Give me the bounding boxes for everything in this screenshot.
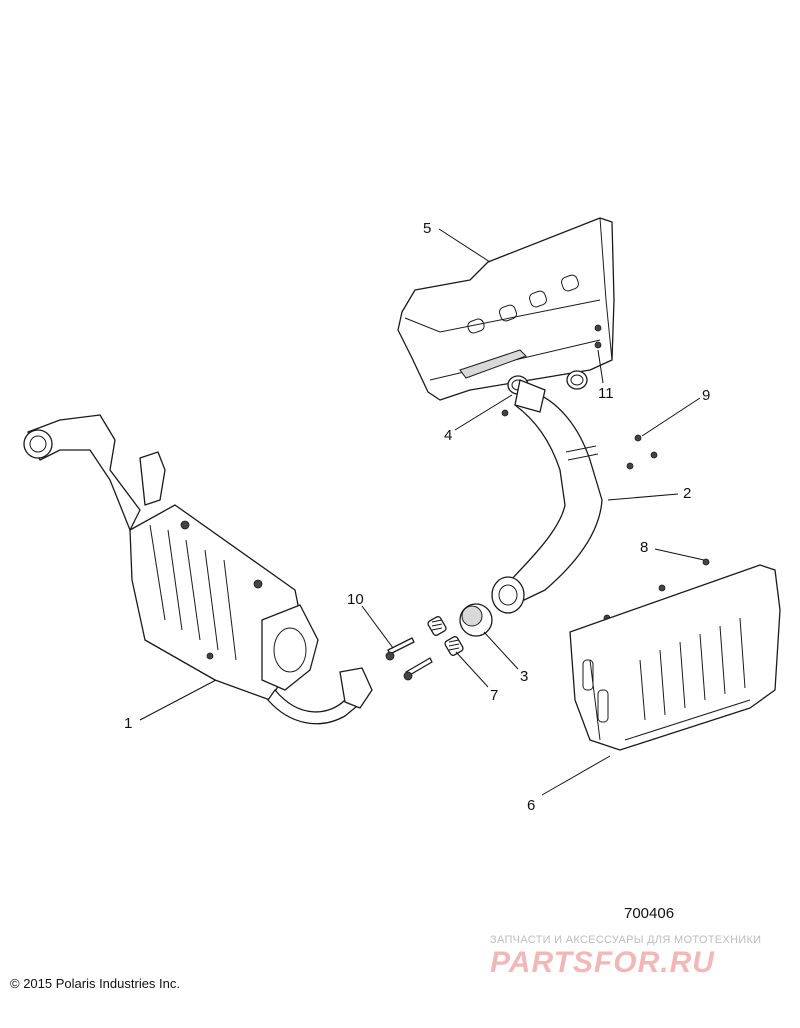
clamp-ring xyxy=(566,370,588,390)
upper-heat-shield xyxy=(397,217,615,401)
exhaust-pipe xyxy=(491,379,603,614)
screws-set-8 xyxy=(603,558,710,622)
lower-heat-shield xyxy=(569,564,781,751)
callout-8: 8 xyxy=(640,539,648,556)
bolts-set-9 xyxy=(626,434,658,470)
watermark-tagline: ЗАПЧАСТИ И АКСЕССУАРЫ ДЛЯ МОТОТЕХНИКИ xyxy=(490,934,762,946)
copyright-notice: © 2015 Polaris Industries Inc. xyxy=(10,976,180,991)
muffler-assembly xyxy=(23,414,373,725)
watermark-logo: PARTSFOR.RU xyxy=(490,946,715,979)
callout-9: 9 xyxy=(702,387,710,404)
callout-10: 10 xyxy=(347,591,364,608)
callout-3: 3 xyxy=(520,668,528,685)
callout-11: 11 xyxy=(598,385,614,402)
callout-6: 6 xyxy=(527,797,535,814)
bolts-set-10 xyxy=(385,637,433,681)
callout-4: 4 xyxy=(444,427,452,444)
callout-2: 2 xyxy=(683,485,691,502)
figure-code: 700406 xyxy=(624,905,675,922)
callout-1: 1 xyxy=(124,715,132,732)
springs xyxy=(427,616,464,656)
shield-screws xyxy=(594,324,602,349)
exhaust-seal xyxy=(459,603,493,637)
callout-labels: 5 11 4 9 2 8 10 3 7 1 6 xyxy=(124,220,710,814)
callout-5: 5 xyxy=(423,220,431,237)
leader-lines xyxy=(139,228,705,796)
callout-7: 7 xyxy=(490,687,498,704)
